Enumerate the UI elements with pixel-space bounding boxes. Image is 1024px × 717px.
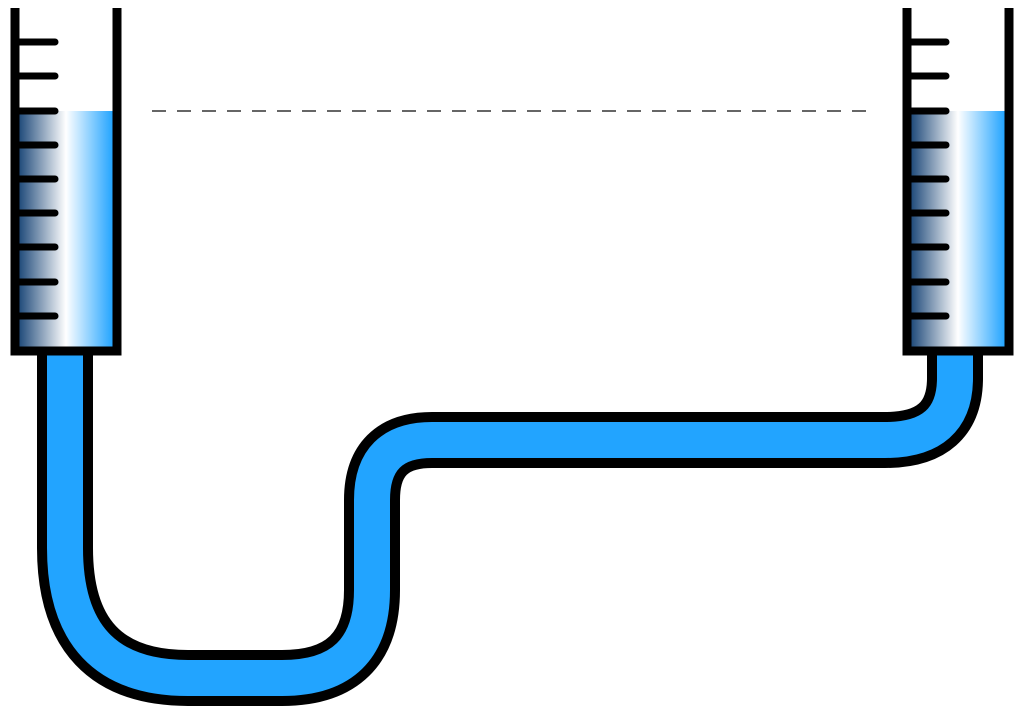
connecting-tube-liquid [47, 350, 973, 696]
right-vessel [902, 8, 1014, 356]
left-vessel-liquid [19, 111, 113, 347]
right-vessel-liquid [911, 111, 1005, 347]
connecting-tube-outline [37, 350, 983, 706]
right-vessel-tick-marks [903, 38, 950, 320]
left-vessel [10, 8, 122, 356]
left-vessel-tick-marks [11, 38, 59, 320]
